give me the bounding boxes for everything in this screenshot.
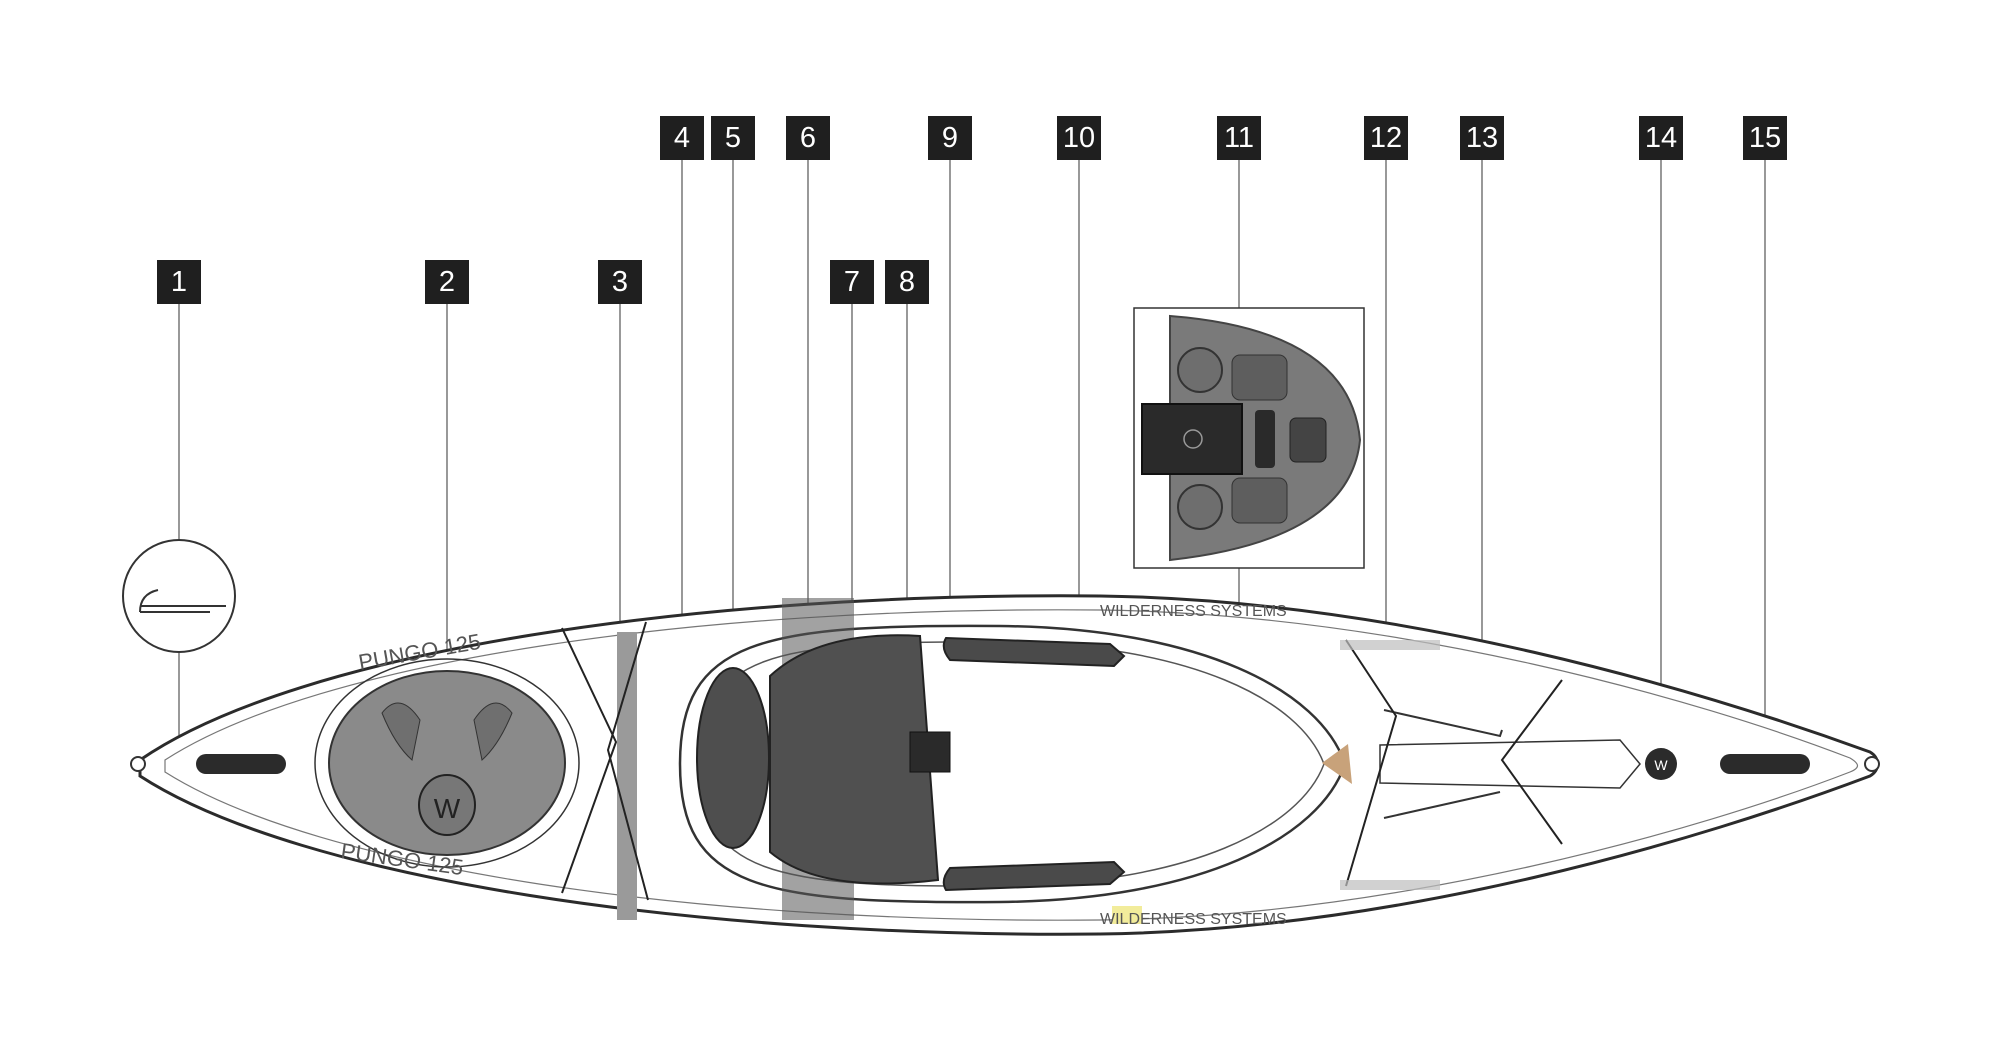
callout-10: 10 — [1057, 116, 1101, 160]
callout-1: 1 — [157, 260, 201, 304]
hatch-logo: W — [434, 793, 461, 824]
callout-9: 9 — [928, 116, 972, 160]
callout-7: 7 — [830, 260, 874, 304]
callout-15: 15 — [1743, 116, 1787, 160]
callout-14: 14 — [1639, 116, 1683, 160]
callout-8: 8 — [885, 260, 929, 304]
callout-3: 3 — [598, 260, 642, 304]
callout-4: 4 — [660, 116, 704, 160]
callout-13: 13 — [1460, 116, 1504, 160]
kayak-hull — [130, 594, 1880, 936]
callout-2: 2 — [425, 260, 469, 304]
console-detail-inset — [1133, 307, 1365, 569]
cup-logo: W — [1654, 757, 1668, 773]
bow-detail-inset — [122, 539, 236, 653]
callout-11: 11 — [1217, 116, 1261, 160]
callout-5: 5 — [711, 116, 755, 160]
hull-text-brand-top: WILDERNESS SYSTEMS — [1100, 603, 1287, 620]
callout-6: 6 — [786, 116, 830, 160]
hull-text-brand-bottom: WILDERNESS SYSTEMS — [1100, 911, 1287, 928]
callout-12: 12 — [1364, 116, 1408, 160]
